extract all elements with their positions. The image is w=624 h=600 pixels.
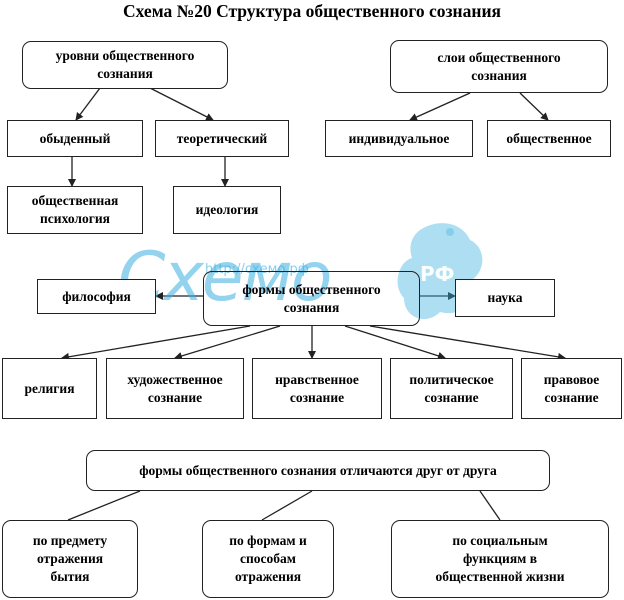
ideology-box: идеология: [173, 186, 281, 234]
watermark-drop-1: [446, 228, 454, 236]
political-box: политическое сознание: [390, 358, 513, 419]
philosophy-box: философия: [37, 279, 156, 314]
levels-header-box: уровни общественного сознания: [22, 41, 228, 89]
social-layer-box: общественное: [487, 120, 611, 157]
line-diff-subject: [67, 490, 141, 521]
individual-box: индивидуальное: [325, 120, 473, 157]
line-diff-method: [261, 490, 313, 521]
arrow-forms-legal: [369, 325, 566, 361]
layers-header-box: слои общественного сознания: [390, 40, 608, 93]
watermark-logo-suffix: РФ: [420, 262, 455, 286]
diff-function-box: по социальным функциям в общественной жи…: [391, 520, 609, 598]
arrow-layers-individual: [409, 92, 471, 121]
arrow-forms-art: [174, 325, 281, 360]
differences-header-box: формы общественного сознания отличаются …: [86, 450, 550, 491]
arrow-forms-religion: [61, 325, 251, 361]
arrow-levels-ordinary: [75, 87, 101, 121]
arrow-forms-political: [344, 325, 446, 360]
watermark-url: http://схемо.рф: [205, 262, 309, 277]
diff-subject-box: по предмету отражения бытия: [2, 520, 138, 598]
line-diff-function: [479, 490, 501, 521]
diagram-title: Схема №20 Структура общественного сознан…: [122, 1, 502, 21]
legal-box: правовое сознание: [521, 358, 622, 419]
moral-box: нравственное сознание: [252, 358, 382, 419]
ordinary-box: обыденный: [7, 120, 143, 157]
psychology-box: общественная психология: [7, 186, 143, 234]
forms-header-box: формы общественного сознания: [203, 271, 420, 326]
religion-box: религия: [2, 358, 97, 419]
science-box: наука: [455, 279, 555, 317]
art-box: художественное сознание: [106, 358, 244, 419]
theoretical-box: теоретический: [155, 120, 289, 157]
diff-method-box: по формам и способам отражения: [202, 520, 334, 598]
arrow-layers-social: [519, 92, 549, 121]
arrow-levels-theoretical: [149, 87, 214, 121]
